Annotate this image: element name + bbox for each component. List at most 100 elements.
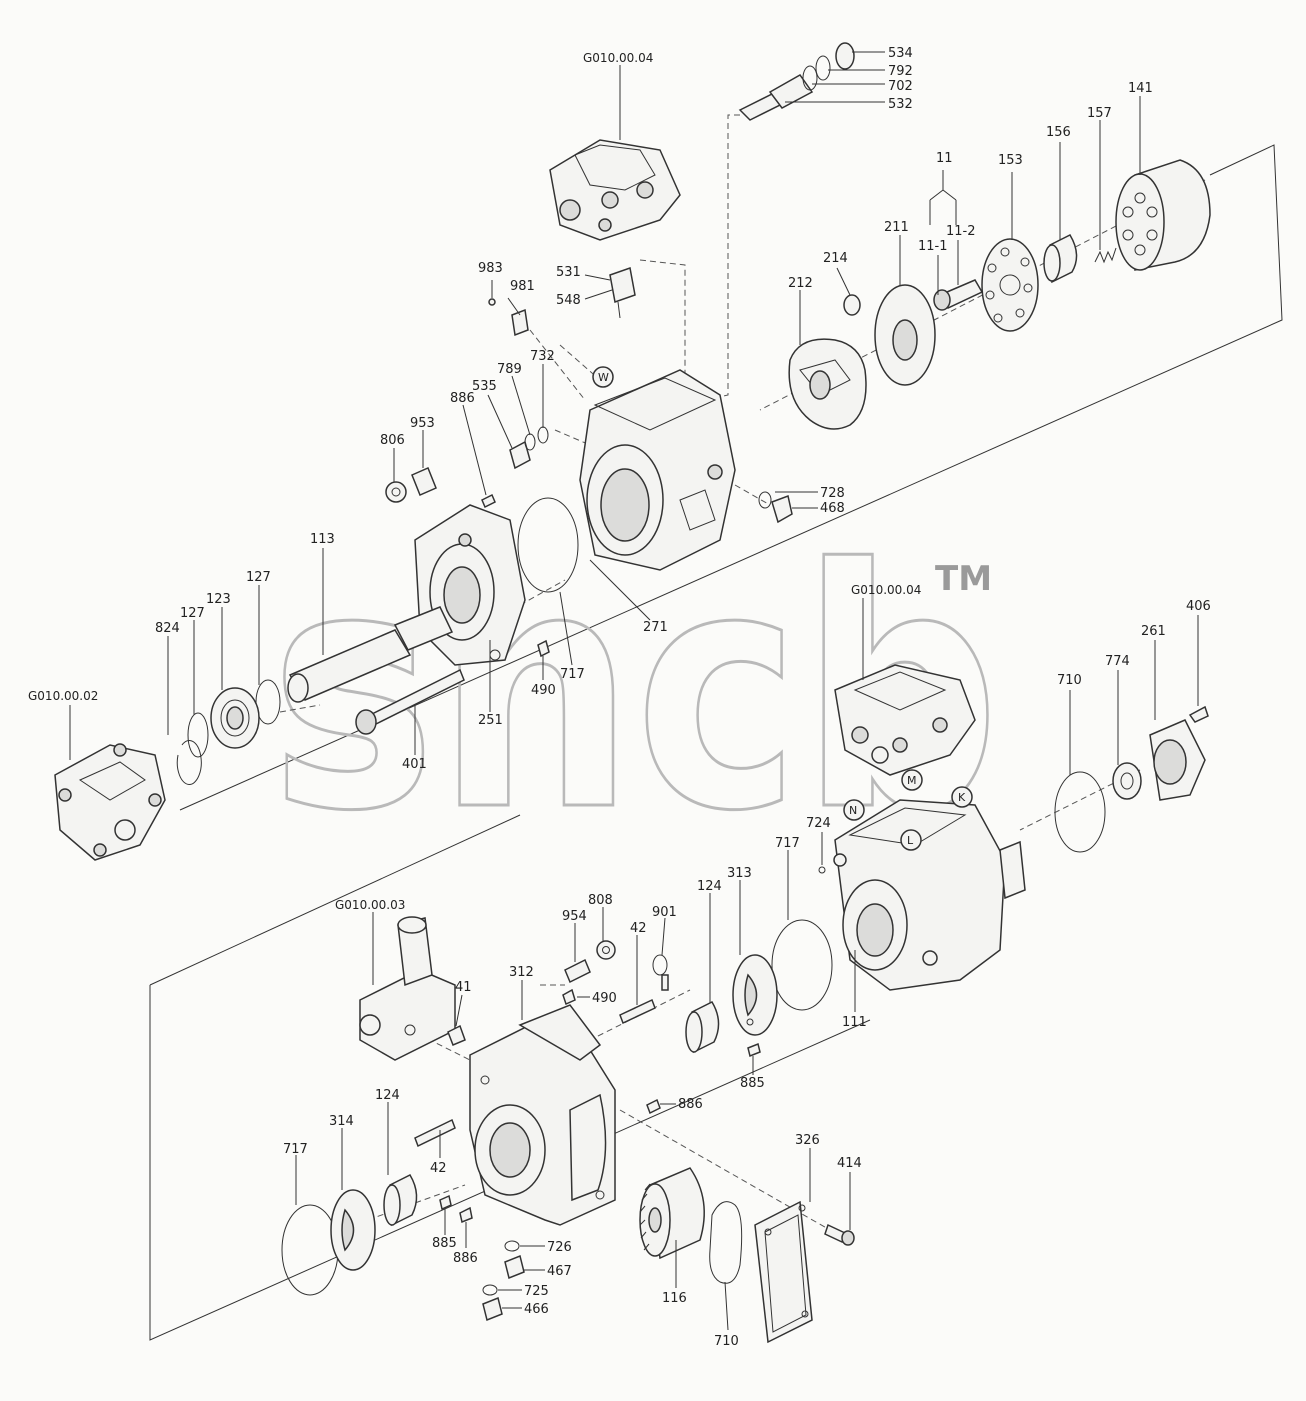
leader-901 — [661, 917, 666, 956]
watermark-tm: TM — [935, 559, 992, 599]
plug-468[interactable] — [758, 491, 793, 524]
adjust-screw-set[interactable] — [738, 42, 855, 121]
o-ring-710-low[interactable] — [709, 1201, 743, 1284]
o-ring-717-mid[interactable] — [771, 919, 833, 1011]
label-42b: 42 — [430, 1161, 447, 1176]
pin-214[interactable] — [843, 294, 861, 316]
bolt-406[interactable] — [1188, 705, 1209, 723]
plate-981[interactable] — [511, 308, 529, 337]
plug-467[interactable] — [504, 1254, 525, 1280]
leader-710b — [724, 1281, 729, 1331]
label-789: 789 — [497, 362, 522, 377]
bearing-123[interactable] — [210, 687, 260, 749]
pump-body-111[interactable] — [833, 799, 1026, 991]
label-211: 211 — [884, 220, 909, 235]
label-901: 901 — [652, 905, 677, 920]
pin-42-upper[interactable] — [619, 998, 656, 1025]
cover-326[interactable] — [754, 1200, 813, 1344]
nut-808[interactable] — [596, 940, 616, 960]
bushing-156[interactable] — [1043, 234, 1078, 284]
label-g0404-top: G010.00.04 — [583, 51, 653, 65]
label-728: 728 — [820, 486, 845, 501]
label-g0403: G010.00.03 — [335, 898, 405, 912]
seal-cover-261[interactable] — [1149, 719, 1206, 801]
pin-490-low[interactable] — [562, 988, 576, 1006]
sensor-531[interactable] — [609, 267, 636, 319]
o-ring-726[interactable] — [504, 1240, 520, 1252]
pin-886-right[interactable] — [646, 1098, 661, 1115]
frame-lines — [149, 144, 1283, 1341]
label-271: 271 — [643, 620, 668, 635]
nut-806[interactable] — [385, 481, 407, 503]
label-116: 116 — [662, 1291, 687, 1306]
valve-plate-313[interactable] — [732, 954, 778, 1036]
port-mark-m: M — [901, 769, 923, 791]
plug-535-set[interactable] — [509, 426, 549, 470]
label-532: 532 — [888, 97, 913, 112]
needle-bearing-124-upper[interactable] — [685, 1001, 720, 1054]
control-valve-assembly-top[interactable] — [549, 65, 681, 241]
label-535: 535 — [472, 379, 497, 394]
eye-bolt-901[interactable] — [652, 954, 669, 991]
label-251: 251 — [478, 713, 503, 728]
plug-41[interactable] — [447, 1024, 466, 1046]
pin-886-top[interactable] — [481, 493, 496, 509]
pump-casing-271[interactable] — [579, 369, 736, 571]
pin-490-top[interactable] — [537, 639, 550, 658]
port-mark-n: N — [843, 799, 865, 821]
label-113: 113 — [310, 532, 335, 547]
o-ring-717-top[interactable] — [517, 497, 579, 593]
label-725: 725 — [524, 1284, 549, 1299]
label-g0402: G010.00.02 — [28, 689, 98, 703]
svg-text:M: M — [907, 774, 917, 787]
retainer-plate-153[interactable] — [981, 238, 1039, 332]
label-11-2: 11-2 — [946, 224, 976, 239]
valve-block-312[interactable] — [469, 1004, 616, 1226]
shoe-plate-211[interactable] — [874, 284, 936, 386]
cylinder-block-141[interactable] — [1115, 159, 1211, 271]
label-468: 468 — [820, 501, 845, 516]
label-42a: 42 — [630, 921, 647, 936]
port-mark-k: K — [951, 786, 973, 808]
bolt-401[interactable] — [355, 668, 465, 735]
seal-774[interactable] — [1112, 762, 1142, 800]
o-ring-724[interactable] — [818, 866, 826, 874]
label-548: 548 — [556, 293, 581, 308]
o-ring-710-mid[interactable] — [1054, 771, 1106, 853]
gear-pump-assembly[interactable] — [54, 705, 166, 861]
leader-41 — [455, 994, 463, 1027]
leaders-11 — [899, 96, 1141, 300]
o-ring-717-low[interactable] — [281, 1204, 339, 1296]
snap-ring-824[interactable] — [176, 740, 202, 785]
port-mark-w: W — [592, 366, 614, 388]
swash-plate-212[interactable] — [788, 338, 867, 430]
ring-127-inner[interactable] — [187, 712, 209, 758]
screw-983[interactable] — [488, 298, 496, 306]
label-885b: 885 — [432, 1236, 457, 1251]
plug-953[interactable] — [411, 467, 437, 496]
pin-885-upper[interactable] — [747, 1042, 761, 1058]
label-726: 726 — [547, 1240, 572, 1255]
plug-954[interactable] — [564, 958, 591, 984]
pin-886-lower[interactable] — [459, 1206, 473, 1224]
svg-text:K: K — [958, 791, 966, 804]
label-141: 141 — [1128, 81, 1153, 96]
leader-271 — [589, 559, 651, 621]
plug-466[interactable] — [482, 1296, 503, 1322]
leader-531 — [584, 274, 611, 281]
solenoid-valve-assembly[interactable] — [359, 912, 456, 1061]
label-467: 467 — [547, 1264, 572, 1279]
control-valve-assembly-mid[interactable] — [834, 598, 976, 776]
label-717a: 717 — [560, 667, 585, 682]
spring-157[interactable] — [1094, 247, 1117, 264]
o-ring-725[interactable] — [482, 1284, 498, 1296]
needle-bearing-124-lower[interactable] — [383, 1174, 418, 1227]
drive-shaft-113[interactable] — [287, 606, 454, 703]
pin-42-lower[interactable] — [414, 1118, 456, 1148]
gear-116[interactable] — [639, 1167, 705, 1260]
leaders-mid-right — [1069, 615, 1199, 775]
valve-plate-314[interactable] — [330, 1189, 376, 1271]
bolt-414[interactable] — [824, 1223, 855, 1246]
pin-885-lower[interactable] — [439, 1194, 452, 1211]
label-156: 156 — [1046, 125, 1071, 140]
